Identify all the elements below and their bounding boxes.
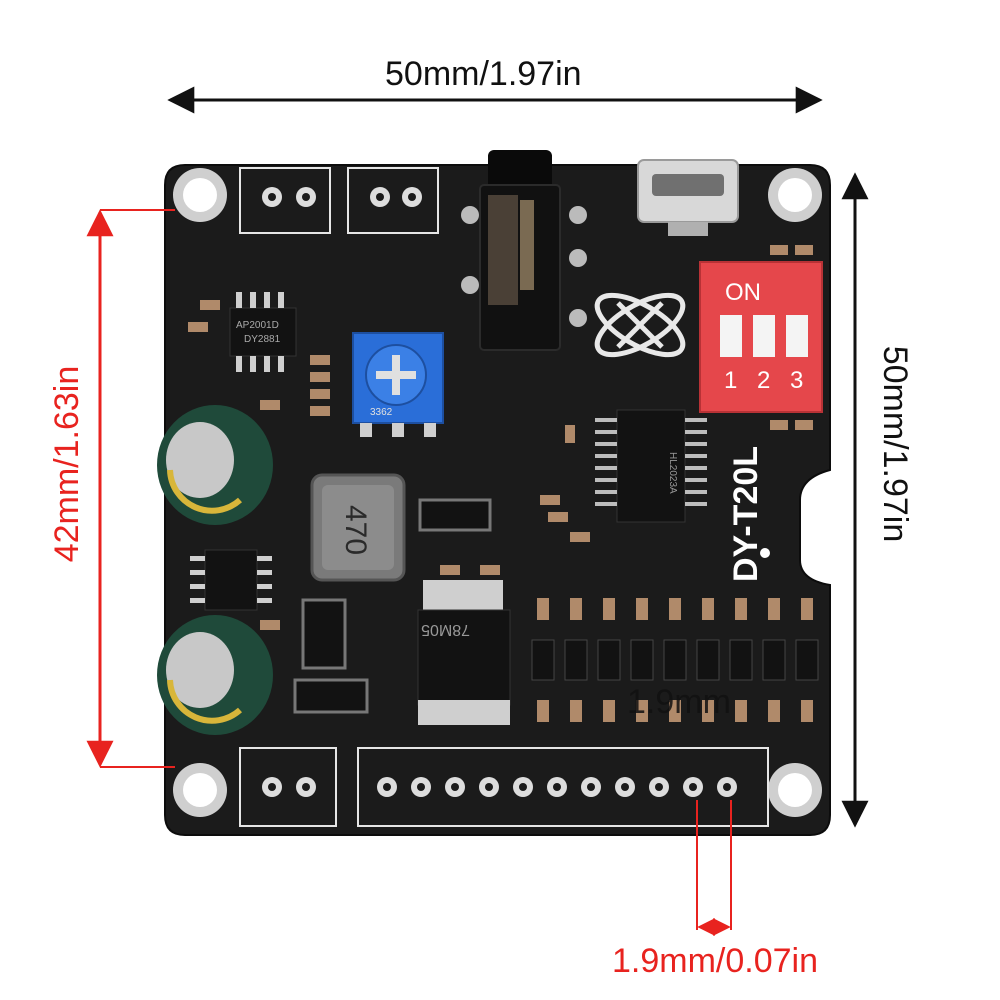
mosfet <box>418 498 492 532</box>
speaker-connector-2 <box>347 167 439 234</box>
speaker-connector-1 <box>239 167 331 234</box>
svg-text:78M05: 78M05 <box>421 621 470 638</box>
pin-pitch-overlay-label: 1.9mm <box>627 683 731 721</box>
trimpot: 3362 <box>352 332 444 437</box>
dip-number-2: 2 <box>757 367 770 394</box>
svg-text:470: 470 <box>339 505 372 555</box>
power-inductor: 470 <box>310 473 406 582</box>
amplifier-chip-1: AP2001D DY2881 <box>229 292 297 372</box>
brand-logo <box>594 292 686 358</box>
audio-jack <box>461 150 587 351</box>
speaker-connector-bottom <box>239 747 337 827</box>
decoder-chip: HL2023A <box>595 409 707 523</box>
pin-pitch-label: 1.9mm/0.07in <box>612 942 818 980</box>
micro-usb-port <box>637 159 739 236</box>
electrolytic-capacitor-1 <box>157 405 273 525</box>
mounting-hole-top-left <box>173 168 227 222</box>
rectifier <box>293 678 369 714</box>
mounting-hole-top-right <box>768 168 822 222</box>
voltage-regulator: 78M05 <box>417 580 511 725</box>
amplifier-chip-2 <box>190 549 272 611</box>
dip-slot-2 <box>753 315 775 357</box>
pin-header <box>357 747 769 827</box>
mounting-hole-bottom-right <box>768 763 822 817</box>
dip-number-1: 1 <box>724 367 737 394</box>
mounting-hole-bottom-left <box>173 763 227 817</box>
electrolytic-capacitor-2 <box>157 615 273 735</box>
diode <box>301 598 347 670</box>
svg-text:3362: 3362 <box>370 407 393 418</box>
dip-slot-1 <box>720 315 742 357</box>
width-dimension-label: 50mm/1.97in <box>385 55 582 93</box>
hole-spacing-label: 42mm/1.63in <box>48 365 86 563</box>
height-dimension-label: 50mm/1.97in <box>876 345 914 543</box>
svg-text:DY2881: DY2881 <box>244 334 281 345</box>
dip-number-3: 3 <box>790 367 803 394</box>
svg-text:AP2001D: AP2001D <box>236 320 279 331</box>
input-protection-array <box>531 639 819 681</box>
dip-switch-on-label: ON <box>725 279 761 306</box>
board-model-text: DY-T20L <box>727 446 765 582</box>
svg-text:HL2023A: HL2023A <box>667 452 678 494</box>
dip-switch: ON 1 2 3 <box>699 261 823 413</box>
dip-slot-3 <box>786 315 808 357</box>
